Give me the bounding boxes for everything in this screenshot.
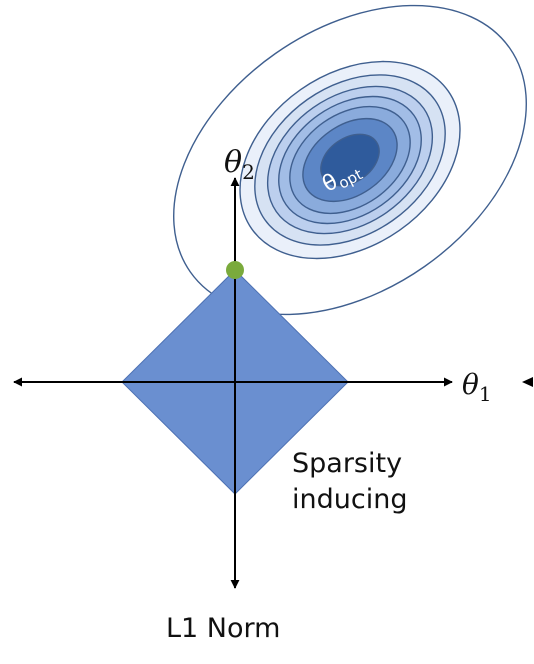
sparse-solution-point [226,261,244,279]
sparsity-annotation-line2: inducing [292,484,407,515]
l1-norm-title: L1 Norm [166,613,280,644]
partial-arrowhead [522,377,533,387]
contour-ring-8 [320,133,380,187]
sparsity-annotation-line1: Sparsity [292,448,402,479]
theta2-label: θ2 [224,145,255,184]
loss-contours [173,4,527,316]
theta1-label: θ1 [462,368,492,406]
